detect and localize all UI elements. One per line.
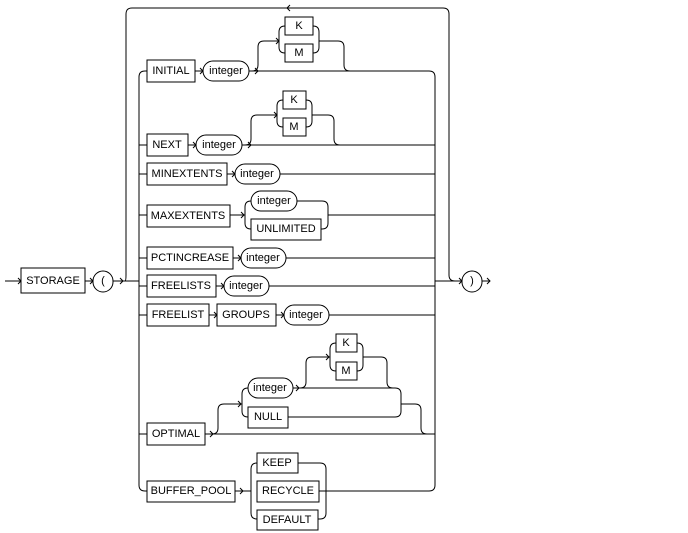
storage-label: STORAGE [26, 275, 80, 287]
initial-label: INITIAL [152, 65, 189, 77]
freelist-keyword: FREELIST [146, 303, 210, 327]
maxextents-label: MAXEXTENTS [151, 210, 226, 222]
integer-label: integer [246, 252, 280, 264]
close-paren-label: ) [470, 275, 474, 287]
freelist-label: FREELIST [152, 309, 205, 321]
integer-label: integer [289, 309, 323, 321]
recycle-keyword: RECYCLE [256, 480, 320, 503]
initial-m-keyword: M [284, 43, 314, 63]
integer-label: integer [209, 65, 243, 77]
recycle-label: RECYCLE [262, 485, 314, 497]
pctincrease-label: PCTINCREASE [151, 252, 229, 264]
integer-label: integer [257, 195, 291, 207]
initial-keyword: INITIAL [146, 59, 196, 83]
m-label: M [294, 47, 303, 59]
freelists-integer: integer [223, 275, 270, 297]
buffer-pool-label: BUFFER_POOL [151, 485, 232, 497]
freelist-groups-integer: integer [283, 304, 330, 326]
close-paren-symbol: ) [461, 270, 483, 293]
default-keyword: DEFAULT [256, 509, 319, 531]
freelists-label: FREELISTS [151, 280, 211, 292]
k-label: K [342, 337, 350, 349]
m-label: M [341, 365, 350, 377]
maxextents-keyword: MAXEXTENTS [146, 204, 231, 228]
freelists-keyword: FREELISTS [146, 274, 217, 298]
keep-keyword: KEEP [256, 452, 299, 474]
integer-label: integer [229, 280, 263, 292]
null-label: NULL [254, 411, 282, 423]
groups-keyword: GROUPS [216, 303, 277, 327]
minextents-label: MINEXTENTS [152, 168, 223, 180]
initial-k-keyword: K [284, 16, 314, 36]
integer-label: integer [202, 139, 236, 151]
keep-label: KEEP [262, 457, 291, 469]
storage-keyword: STORAGE [20, 267, 86, 294]
null-keyword: NULL [247, 406, 289, 429]
optimal-integer: integer [247, 377, 294, 399]
default-label: DEFAULT [263, 514, 312, 526]
initial-integer: integer [202, 60, 250, 82]
unlimited-label: UNLIMITED [256, 223, 315, 235]
integer-label: integer [240, 168, 274, 180]
next-integer: integer [195, 134, 243, 156]
k-label: K [295, 20, 303, 32]
connector-lines [5, 7, 490, 520]
m-label: M [289, 121, 298, 133]
optimal-label: OPTIMAL [152, 428, 200, 440]
open-paren-label: ( [101, 275, 105, 287]
next-label: NEXT [152, 139, 182, 151]
integer-label: integer [253, 382, 287, 394]
unlimited-keyword: UNLIMITED [250, 218, 322, 241]
next-k-keyword: K [282, 90, 307, 110]
maxextents-integer: integer [250, 190, 298, 212]
optimal-m-keyword: M [335, 361, 358, 381]
buffer-pool-keyword: BUFFER_POOL [146, 480, 236, 503]
minextents-integer: integer [234, 163, 281, 185]
groups-label: GROUPS [222, 309, 270, 321]
pctincrease-keyword: PCTINCREASE [146, 246, 234, 270]
minextents-keyword: MINEXTENTS [146, 162, 228, 186]
pctincrease-integer: integer [240, 247, 287, 269]
optimal-keyword: OPTIMAL [146, 422, 206, 446]
open-paren-symbol: ( [92, 270, 114, 293]
next-m-keyword: M [282, 117, 307, 137]
next-keyword: NEXT [146, 133, 189, 157]
k-label: K [290, 94, 298, 106]
optimal-k-keyword: K [335, 333, 358, 353]
